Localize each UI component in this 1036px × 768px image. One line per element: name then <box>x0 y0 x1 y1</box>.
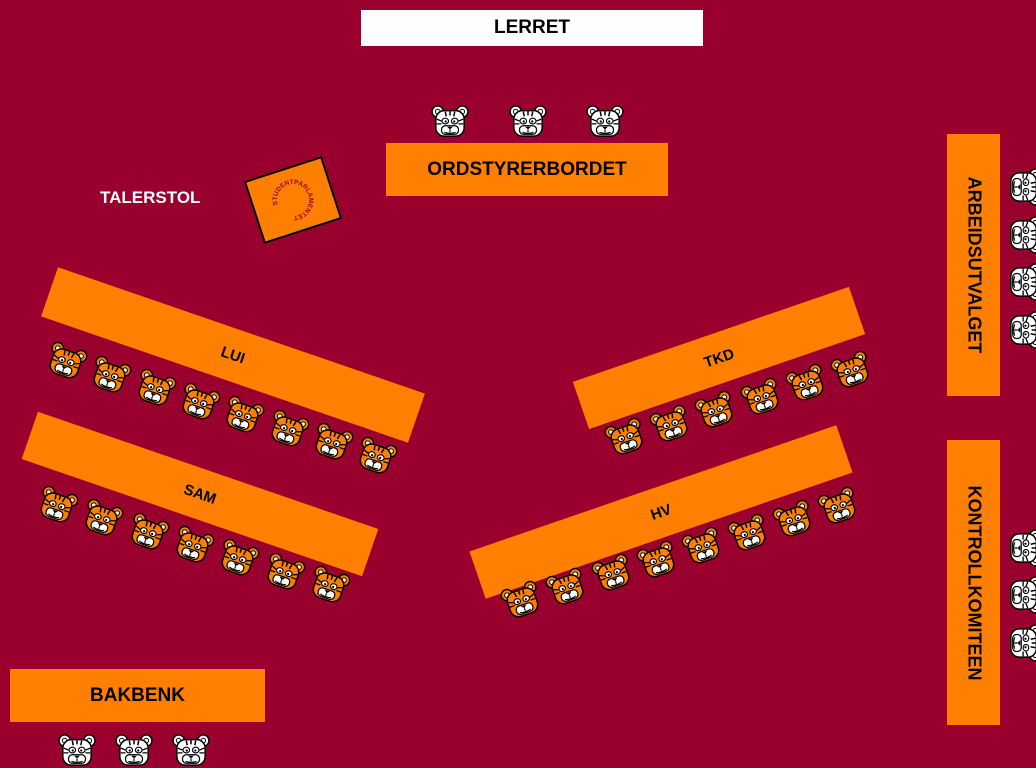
seat-tkd <box>738 376 785 421</box>
seat-arbeidsutvalget <box>1008 263 1036 301</box>
table-arbeidsutvalget: ARBEIDSUTVALGET <box>947 134 1000 396</box>
tiger-face-icon <box>680 525 727 570</box>
table-tkd-label: TKD <box>702 345 737 371</box>
tiger-face-icon <box>115 734 153 768</box>
table-bakbenk-label: BAKBENK <box>90 685 185 707</box>
table-sam-label: SAM <box>181 481 218 508</box>
table-ordstyrerbordet-label: ORDSTYRERBORDET <box>427 159 627 181</box>
table-kontrollkomiteen: KONTROLLKOMITEEN <box>947 440 1000 725</box>
seat-kontrollkomiteen <box>1008 529 1036 567</box>
seat-hv <box>816 484 863 529</box>
tiger-face-icon <box>603 416 650 461</box>
seat-bakbenk <box>115 734 153 768</box>
seat-tkd <box>648 402 695 447</box>
tiger-face-icon <box>1008 576 1036 614</box>
tiger-face-icon <box>175 380 222 425</box>
seat-sam <box>79 497 126 542</box>
table-ordstyrerbordet: ORDSTYRERBORDET <box>386 143 668 196</box>
seat-hv <box>770 498 817 543</box>
tiger-face-icon <box>783 362 830 407</box>
tiger-face-icon <box>1008 624 1036 662</box>
tiger-face-icon <box>79 497 126 542</box>
tiger-face-icon <box>87 353 134 398</box>
tiger-face-icon <box>738 376 785 421</box>
podium-emblem-text: STUDENTPARLAMENTET <box>266 173 319 226</box>
tiger-face-icon <box>725 511 772 556</box>
tiger-face-icon <box>648 402 695 447</box>
tiger-face-icon <box>816 484 863 529</box>
seat-arbeidsutvalget <box>1008 311 1036 349</box>
tiger-face-icon <box>172 734 210 768</box>
seat-tkd <box>829 349 876 394</box>
tiger-face-icon <box>1008 263 1036 301</box>
tiger-face-icon <box>264 407 311 452</box>
tiger-face-icon <box>34 484 81 529</box>
seat-lui <box>43 340 90 385</box>
podium-label: TALERSTOL <box>100 188 200 208</box>
svg-text:STUDENTPARLAMENTET: STUDENTPARLAMENTET <box>266 173 319 226</box>
tiger-face-icon <box>770 498 817 543</box>
seat-bakbenk <box>172 734 210 768</box>
tiger-face-icon <box>1008 216 1036 254</box>
tiger-face-icon <box>260 550 307 595</box>
podium-emblem: STUDENTPARLAMENTET <box>246 158 339 241</box>
tiger-face-icon <box>131 367 178 412</box>
tiger-face-icon <box>1008 168 1036 206</box>
seat-tkd <box>693 389 740 434</box>
tiger-face-icon <box>43 340 90 385</box>
seat-ordstyrer <box>431 105 469 139</box>
seat-bakbenk <box>58 734 96 768</box>
seat-sam <box>260 550 307 595</box>
table-arbeidsutvalget-label: ARBEIDSUTVALGET <box>963 177 984 354</box>
seat-arbeidsutvalget <box>1008 216 1036 254</box>
seat-lui <box>264 407 311 452</box>
seat-tkd <box>783 362 830 407</box>
seat-sam <box>124 510 171 555</box>
seat-tkd <box>603 416 650 461</box>
tiger-face-icon <box>308 421 355 466</box>
tiger-face-icon <box>829 349 876 394</box>
table-lui-label: LUI <box>219 343 247 367</box>
seat-lui <box>131 367 178 412</box>
seat-sam <box>215 537 262 582</box>
tiger-face-icon <box>693 389 740 434</box>
podium: STUDENTPARLAMENTET <box>244 156 342 244</box>
seat-ordstyrer <box>586 105 624 139</box>
seat-lui <box>353 434 400 479</box>
tiger-face-icon <box>1008 529 1036 567</box>
screen-label: LERRET <box>494 17 570 39</box>
seat-sam <box>34 484 81 529</box>
table-bakbenk: BAKBENK <box>10 669 265 722</box>
seat-arbeidsutvalget <box>1008 168 1036 206</box>
seat-kontrollkomiteen <box>1008 624 1036 662</box>
tiger-face-icon <box>586 105 624 139</box>
seat-hv <box>680 525 727 570</box>
tiger-face-icon <box>124 510 171 555</box>
tiger-face-icon <box>169 524 216 569</box>
tiger-face-icon <box>58 734 96 768</box>
tiger-face-icon <box>353 434 400 479</box>
seat-sam <box>169 524 216 569</box>
tiger-face-icon <box>220 394 267 439</box>
tiger-face-icon <box>509 105 547 139</box>
seat-lui <box>220 394 267 439</box>
screen-lerret: LERRET <box>361 10 703 46</box>
seat-ordstyrer <box>509 105 547 139</box>
seat-lui <box>87 353 134 398</box>
tiger-face-icon <box>215 537 262 582</box>
table-kontrollkomiteen-label: KONTROLLKOMITEEN <box>963 485 984 680</box>
seat-lui <box>308 421 355 466</box>
seat-hv <box>725 511 772 556</box>
tiger-face-icon <box>431 105 469 139</box>
seat-lui <box>175 380 222 425</box>
table-hv-label: HV <box>648 501 673 524</box>
tiger-face-icon <box>1008 311 1036 349</box>
seat-kontrollkomiteen <box>1008 576 1036 614</box>
